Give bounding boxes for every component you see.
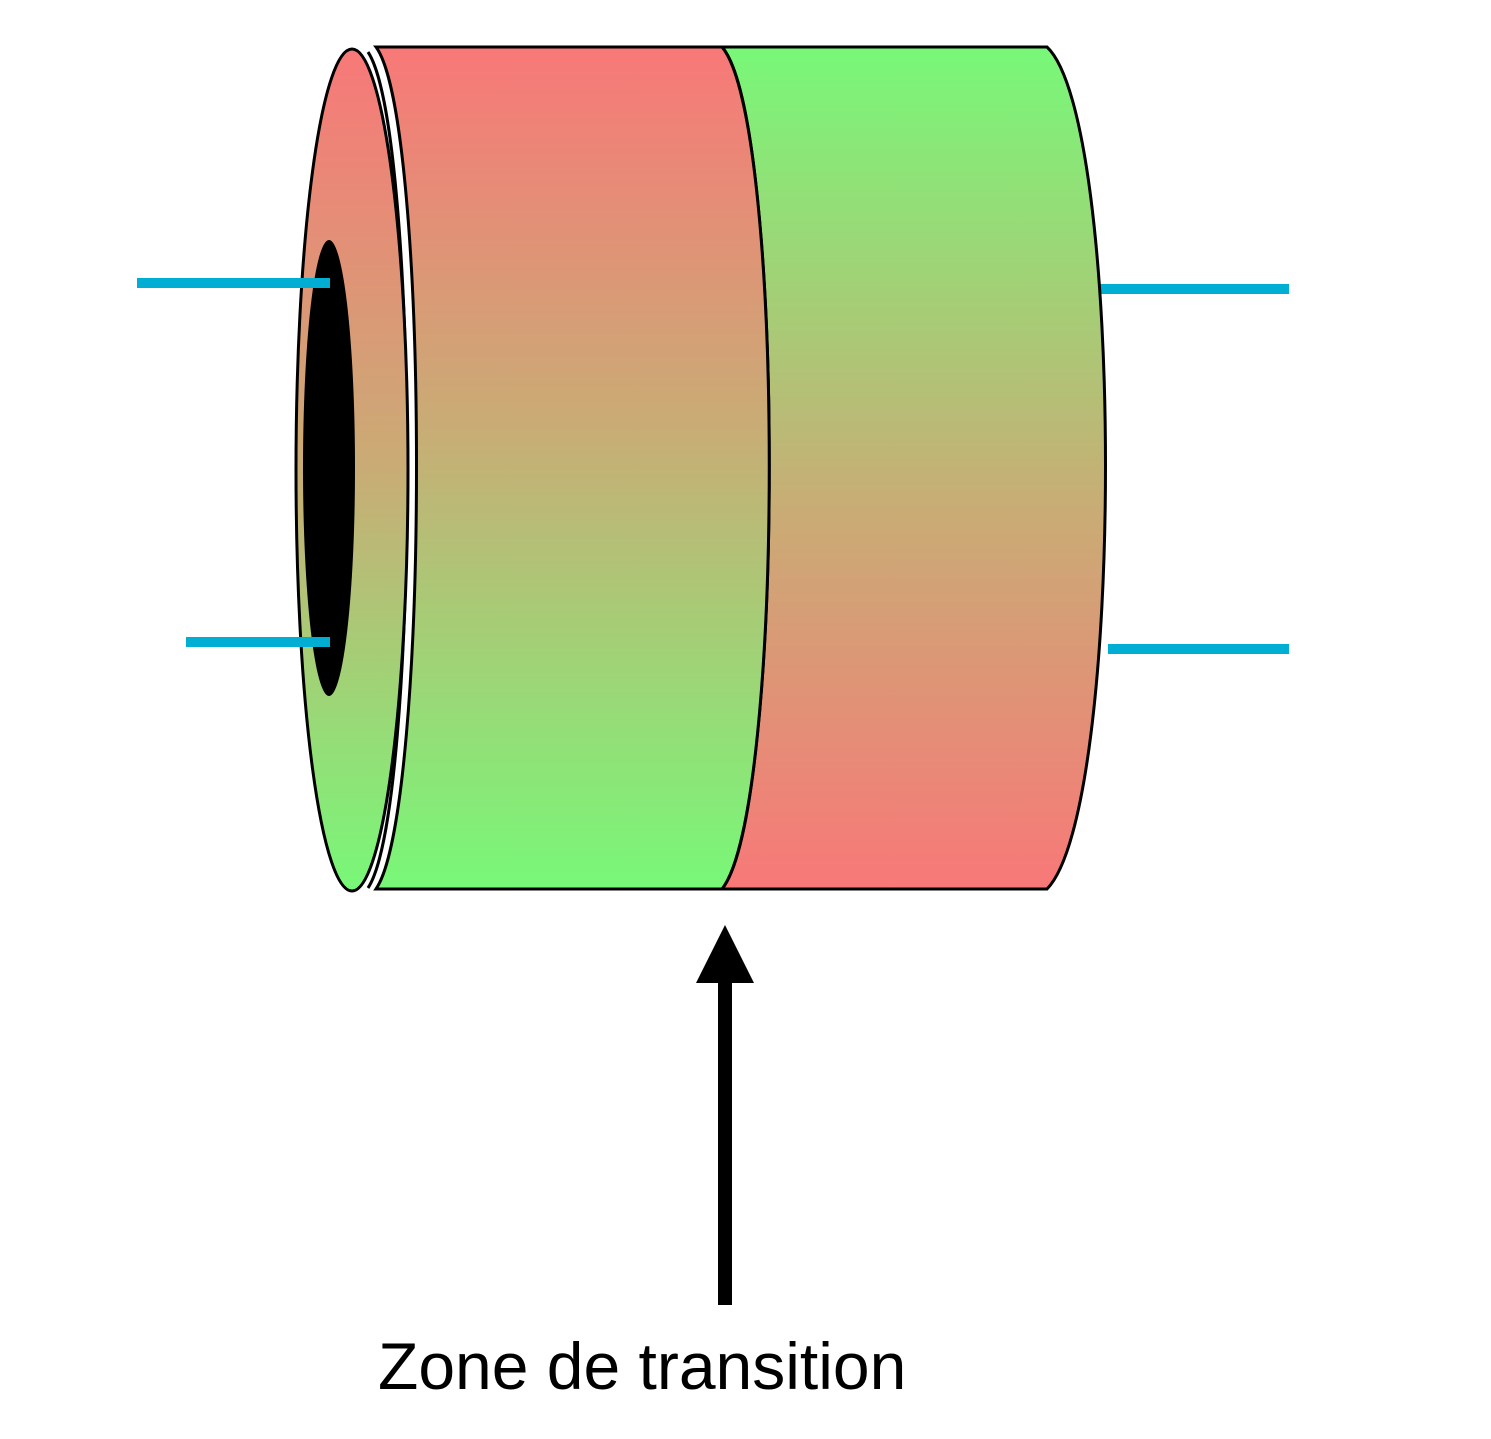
arrow-head [696,925,754,983]
transition-zone-label: Zone de transition [378,1329,906,1403]
arrow-shaft [718,975,732,1305]
cylinder-right-segment [718,45,1107,891]
cylinder-bore [303,240,355,696]
cylinder-left-segment [373,45,771,891]
